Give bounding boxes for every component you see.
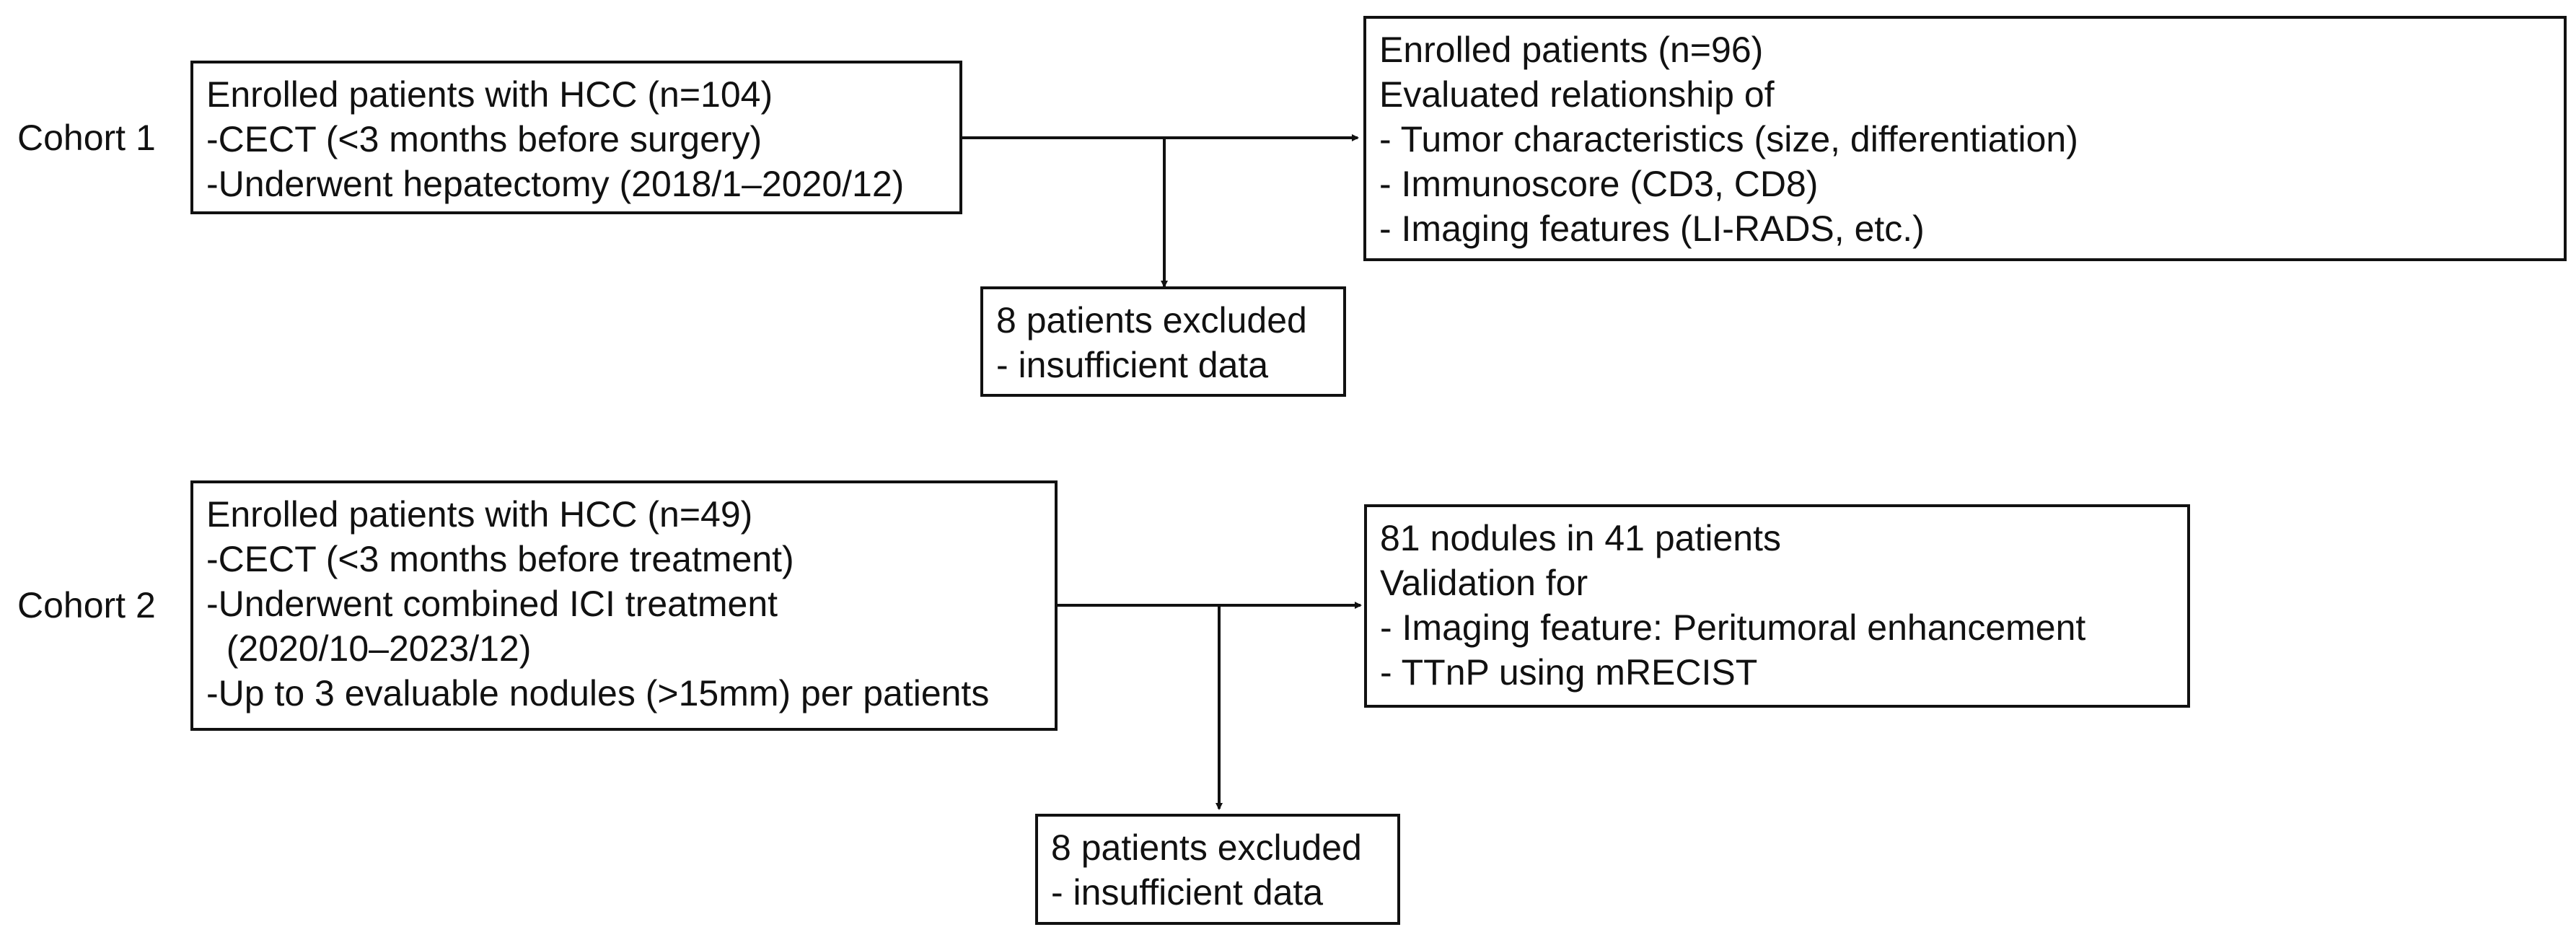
box-line: 8 patients excluded bbox=[996, 300, 1307, 341]
cohort2-enrolled-box: Enrolled patients with HCC (n=49) -CECT … bbox=[190, 480, 1058, 731]
box-line: -CECT (<3 months before surgery) bbox=[206, 119, 762, 159]
box-line: 81 nodules in 41 patients bbox=[1380, 518, 1781, 558]
box-line: - Immunoscore (CD3, CD8) bbox=[1379, 164, 1819, 204]
cohort1-label: Cohort 1 bbox=[17, 118, 156, 158]
box-line: - insufficient data bbox=[1051, 872, 1324, 913]
cohort2-result-box: 81 nodules in 41 patients Validation for… bbox=[1364, 504, 2190, 708]
box-line: -Underwent hepatectomy (2018/1–2020/12) bbox=[206, 164, 905, 204]
box-line: - Tumor characteristics (size, different… bbox=[1379, 119, 2078, 159]
cohort2-label: Cohort 2 bbox=[17, 585, 156, 625]
cohort2-excluded-box: 8 patients excluded - insufficient data bbox=[1035, 814, 1400, 925]
box-line: Validation for bbox=[1380, 563, 1588, 603]
cohort1-result-box: Enrolled patients (n=96) Evaluated relat… bbox=[1363, 16, 2567, 261]
box-line: Evaluated relationship of bbox=[1379, 74, 1775, 115]
box-line: 8 patients excluded bbox=[1051, 827, 1362, 868]
box-line: -Up to 3 evaluable nodules (>15mm) per p… bbox=[206, 673, 990, 713]
box-line: Enrolled patients with HCC (n=104) bbox=[206, 74, 773, 115]
box-line: Enrolled patients with HCC (n=49) bbox=[206, 494, 753, 535]
box-line: - Imaging feature: Peritumoral enhanceme… bbox=[1380, 607, 2086, 648]
box-line: - TTnP using mRECIST bbox=[1380, 652, 1758, 693]
box-line: - Imaging features (LI-RADS, etc.) bbox=[1379, 208, 1925, 249]
box-line: -CECT (<3 months before treatment) bbox=[206, 539, 794, 579]
cohort1-excluded-box: 8 patients excluded - insufficient data bbox=[980, 286, 1346, 397]
cohort1-enrolled-box: Enrolled patients with HCC (n=104) -CECT… bbox=[190, 61, 962, 214]
box-line: Enrolled patients (n=96) bbox=[1379, 30, 1764, 70]
box-line: -Underwent combined ICI treatment bbox=[206, 584, 778, 624]
box-line: - insufficient data bbox=[996, 345, 1269, 385]
box-line: (2020/10–2023/12) bbox=[206, 628, 532, 669]
